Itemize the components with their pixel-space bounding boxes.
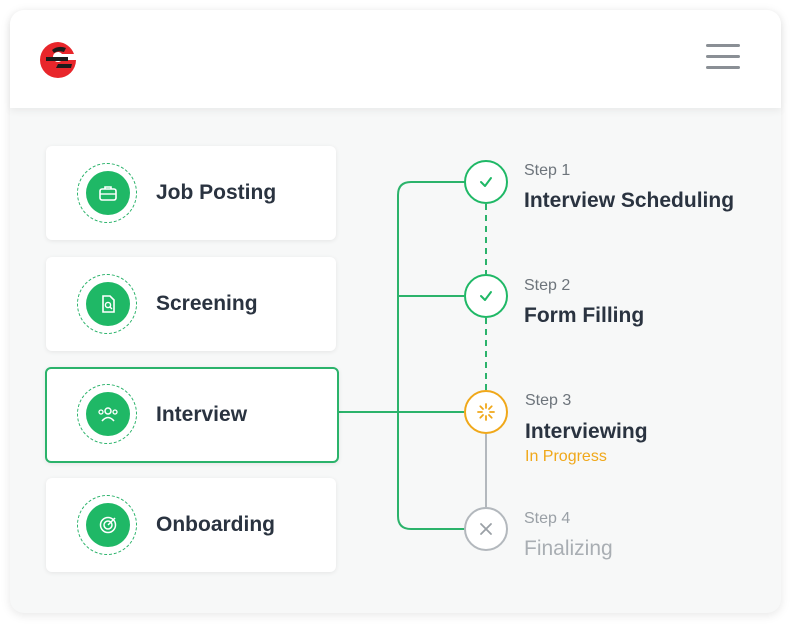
step-number: Step 1: [524, 162, 571, 179]
loading-spinner-icon: [464, 390, 508, 434]
stage-label: Interview: [156, 403, 248, 426]
check-icon: [464, 274, 508, 318]
people-icon: [86, 392, 130, 436]
hamburger-menu-icon[interactable]: [706, 44, 740, 72]
step-title: Form Filling: [524, 304, 645, 327]
stage-ring: [77, 495, 137, 555]
brand-logo-icon[interactable]: [38, 40, 78, 80]
step-title: Finalizing: [524, 537, 613, 560]
step-title: Interviewing: [525, 420, 648, 443]
briefcase-icon: [86, 171, 130, 215]
step-number: Step 2: [524, 277, 571, 294]
stage-onboarding[interactable]: Onboarding: [46, 478, 336, 572]
top-bar: [10, 10, 781, 108]
document-search-icon: [86, 282, 130, 326]
check-icon: [464, 160, 508, 204]
step-number: Step 3: [525, 392, 572, 409]
stage-ring: [77, 274, 137, 334]
stage-label: Job Posting: [156, 181, 277, 204]
stage-interview[interactable]: Interview: [45, 367, 339, 463]
stage-ring: [77, 163, 137, 223]
stage-ring: [77, 384, 137, 444]
stage-label: Screening: [156, 292, 258, 315]
stage-label: Onboarding: [156, 513, 275, 536]
close-icon: [464, 507, 508, 551]
stage-job-posting[interactable]: Job Posting: [46, 146, 336, 240]
step-number: Step 4: [524, 510, 571, 527]
stage-screening[interactable]: Screening: [46, 257, 336, 351]
step-status: In Progress: [525, 448, 607, 465]
step-title: Interview Scheduling: [524, 189, 735, 212]
target-icon: [86, 503, 130, 547]
